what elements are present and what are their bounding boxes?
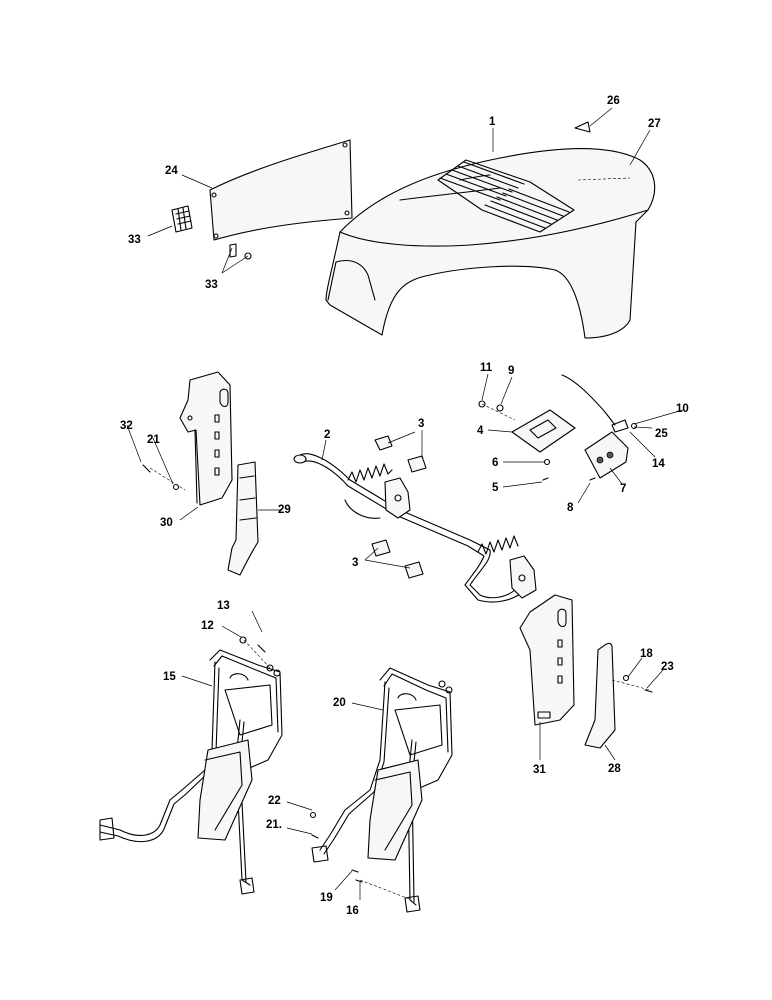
callout-21b: 21. xyxy=(266,819,282,831)
left-pedal-frame-part xyxy=(99,636,283,895)
callout-8: 8 xyxy=(567,502,574,514)
callout-23: 23 xyxy=(661,661,674,673)
callout-12: 12 xyxy=(201,620,214,632)
callout-1: 1 xyxy=(489,116,496,128)
callout-24: 24 xyxy=(165,165,178,177)
callout-7: 7 xyxy=(620,483,626,495)
callout-4: 4 xyxy=(477,425,484,437)
callout-27: 27 xyxy=(648,118,661,130)
right-pad-part xyxy=(584,642,653,749)
clip-parts xyxy=(371,435,427,579)
hood-part xyxy=(325,121,656,339)
callout-3b: 3 xyxy=(352,557,358,569)
callout-26: 26 xyxy=(607,95,620,107)
callout-31: 31 xyxy=(533,764,546,776)
pedal-shaft-part xyxy=(293,453,537,603)
callout-19: 19 xyxy=(320,892,333,904)
left-pad-part xyxy=(227,461,259,576)
callout-2: 2 xyxy=(324,429,330,441)
hood-louvres xyxy=(437,159,575,233)
callout-32: 32 xyxy=(120,420,133,432)
springs xyxy=(347,463,519,555)
callout-29: 29 xyxy=(278,504,291,516)
callout-6: 6 xyxy=(492,457,498,469)
callout-16: 16 xyxy=(346,905,359,917)
callout-11: 11 xyxy=(480,362,493,374)
callout-13: 13 xyxy=(217,600,230,612)
callout-33a: 33 xyxy=(128,234,141,246)
callout-14: 14 xyxy=(652,458,665,470)
callout-3a: 3 xyxy=(418,418,424,430)
leader-lines xyxy=(126,107,684,901)
callout-5: 5 xyxy=(492,482,499,494)
right-pedal-frame-part xyxy=(309,667,453,913)
callout-25: 25 xyxy=(655,428,668,440)
callout-15: 15 xyxy=(163,671,176,683)
callout-9: 9 xyxy=(508,365,514,377)
callout-18: 18 xyxy=(640,648,653,660)
callout-28: 28 xyxy=(608,763,621,775)
callout-22: 22 xyxy=(268,795,281,807)
lock-plate-part xyxy=(478,374,638,481)
callout-labels: 1 26 27 24 33 33 2 3 3 11 9 4 6 5 8 7 10… xyxy=(120,95,689,917)
right-bracket-part xyxy=(519,594,575,726)
side-panel-part xyxy=(171,139,353,260)
callout-10: 10 xyxy=(676,403,689,415)
callout-21a: 21 xyxy=(147,434,160,446)
callout-33b: 33 xyxy=(205,279,218,291)
callout-20: 20 xyxy=(333,697,346,709)
callout-30: 30 xyxy=(160,517,173,529)
